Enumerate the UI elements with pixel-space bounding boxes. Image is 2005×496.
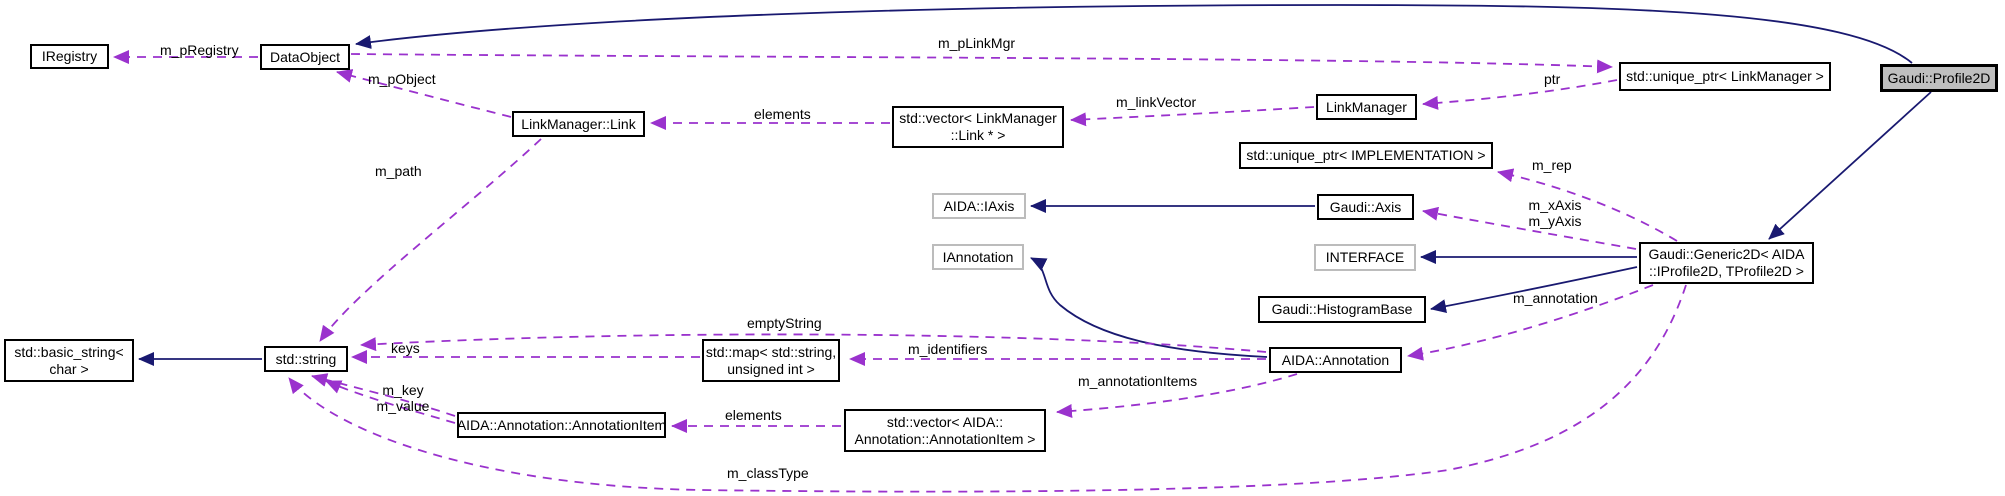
- edge-label-keys: keys: [391, 340, 420, 356]
- edge-m-pobject: [336, 69, 512, 118]
- class-label: Gaudi::Axis: [1329, 198, 1402, 215]
- edge-m-classtype: [288, 284, 1687, 493]
- class-label-line1: std::map< std::string,: [705, 343, 837, 360]
- class-label: Gaudi::Profile2D: [1887, 69, 1991, 86]
- class-node-aida-annotation[interactable]: AIDA::Annotation: [1269, 347, 1402, 373]
- edge-profile2d-generic2d: [1768, 91, 1932, 240]
- class-label-line2: ::IProfile2D, TProfile2D >: [1649, 263, 1804, 279]
- class-label: LinkManager::Link: [521, 115, 636, 132]
- edge-label-m-identifiers: m_identifiers: [908, 341, 988, 357]
- class-label: IAnnotation: [942, 248, 1014, 265]
- edge-m-path: [319, 138, 542, 342]
- edge-label-elements-items: elements: [725, 407, 782, 423]
- class-label-line1: std::vector< AIDA::: [886, 413, 1004, 430]
- edge-emptystring: [360, 333, 1267, 353]
- class-node-aida-iaxis[interactable]: AIDA::IAxis: [932, 193, 1026, 219]
- class-label: AIDA::Annotation::AnnotationItem: [456, 416, 667, 433]
- class-label: AIDA::IAxis: [943, 197, 1015, 214]
- class-label: Gaudi::HistogramBase: [1271, 301, 1413, 317]
- class-node-linkmanager[interactable]: LinkManager: [1316, 94, 1417, 120]
- class-node-unique-ptr-implementation[interactable]: std::unique_ptr< IMPLEMENTATION >: [1239, 142, 1493, 169]
- class-label-line2: unsigned int >: [727, 360, 815, 377]
- edge-m-linkvector: [1070, 106, 1315, 127]
- class-label-line2: ::Link * >: [950, 127, 1006, 143]
- class-label: INTERFACE: [1325, 249, 1405, 265]
- edge-profile2d-dataobject: [355, 4, 1913, 64]
- class-node-gaudi-profile2d-current: Gaudi::Profile2D: [1880, 64, 1998, 92]
- edge-label-m-annotation: m_annotation: [1513, 290, 1598, 306]
- class-node-unique-ptr-linkmanager[interactable]: std::unique_ptr< LinkManager >: [1619, 62, 1831, 91]
- class-node-iannotation[interactable]: IAnnotation: [932, 244, 1024, 270]
- edge-label-emptystring: emptyString: [747, 315, 822, 331]
- class-label-line1: Gaudi::Generic2D< AIDA: [1648, 246, 1805, 262]
- class-node-linkmanager-link[interactable]: LinkManager::Link: [512, 111, 645, 137]
- edge-label-m-rep: m_rep: [1532, 157, 1572, 173]
- edge-label-m-xaxis: m_xAxis: [1528, 197, 1582, 213]
- edge-label-m-axes: m_xAxis m_yAxis: [1520, 197, 1590, 229]
- edge-ptr: [1422, 79, 1618, 110]
- edge-m-annotation: [1407, 284, 1654, 361]
- edge-label-ptr: ptr: [1544, 71, 1561, 87]
- edge-m-key: [311, 373, 456, 417]
- edge-label-m-plinkmgr: m_pLinkMgr: [938, 35, 1016, 51]
- class-node-gaudi-histogrambase[interactable]: Gaudi::HistogramBase: [1258, 296, 1426, 323]
- class-node-iregistry[interactable]: IRegistry: [30, 44, 109, 69]
- edge-label-elements-links: elements: [754, 106, 811, 122]
- class-label: IRegistry: [41, 48, 98, 64]
- class-label: std::unique_ptr< LinkManager >: [1626, 68, 1824, 84]
- class-label-line1: std::vector< LinkManager: [899, 110, 1057, 126]
- class-label-line1: std::basic_string<: [14, 343, 124, 360]
- edge-label-m-path: m_path: [375, 163, 422, 179]
- class-node-interface[interactable]: INTERFACE: [1314, 244, 1416, 271]
- class-node-gaudi-generic2d[interactable]: Gaudi::Generic2D< AIDA ::IProfile2D, TPr…: [1639, 242, 1814, 284]
- class-node-vector-linkmanager-link[interactable]: std::vector< LinkManager ::Link * >: [892, 106, 1064, 148]
- class-label: AIDA::Annotation: [1281, 351, 1390, 368]
- class-node-vector-annotation-item[interactable]: std::vector< AIDA:: Annotation::Annotati…: [844, 409, 1046, 452]
- class-node-gaudi-axis[interactable]: Gaudi::Axis: [1317, 194, 1414, 220]
- edge-m-rep: [1497, 168, 1678, 242]
- class-label: DataObject: [269, 48, 341, 65]
- edge-label-m-yaxis: m_yAxis: [1528, 213, 1582, 229]
- class-node-basic-string[interactable]: std::basic_string< char >: [4, 339, 134, 382]
- edge-generic2d-histogrambase: [1430, 266, 1638, 314]
- edge-m-value: [325, 380, 456, 424]
- edge-label-m-key-value: m_key m_value: [368, 382, 438, 414]
- class-label-line2: char >: [49, 360, 89, 377]
- class-label: std::string: [275, 350, 337, 367]
- edge-m-plinkmgr: [350, 53, 1613, 74]
- class-label: LinkManager: [1326, 98, 1407, 115]
- class-node-annotation-item[interactable]: AIDA::Annotation::AnnotationItem: [457, 412, 666, 438]
- edge-label-m-value: m_value: [376, 398, 430, 414]
- edge-label-m-annotationitems: m_annotationItems: [1078, 373, 1198, 389]
- edge-annotation-iannotation: [1030, 257, 1268, 358]
- class-label-line2: Annotation::AnnotationItem >: [854, 430, 1036, 447]
- edge-label-m-pobject: m_pObject: [368, 71, 436, 87]
- edge-label-m-linkvector: m_linkVector: [1116, 94, 1197, 110]
- class-label: std::unique_ptr< IMPLEMENTATION >: [1246, 147, 1486, 163]
- edge-label-m-key: m_key: [382, 382, 424, 398]
- class-node-std-map[interactable]: std::map< std::string, unsigned int >: [702, 339, 840, 382]
- edge-label-m-pregistry: m_pRegistry: [160, 42, 239, 58]
- class-node-std-string[interactable]: std::string: [264, 346, 348, 372]
- class-node-dataobject[interactable]: DataObject: [260, 44, 350, 70]
- edge-m-annotationitems: [1056, 373, 1298, 418]
- edge-label-m-classtype: m_classType: [727, 465, 809, 481]
